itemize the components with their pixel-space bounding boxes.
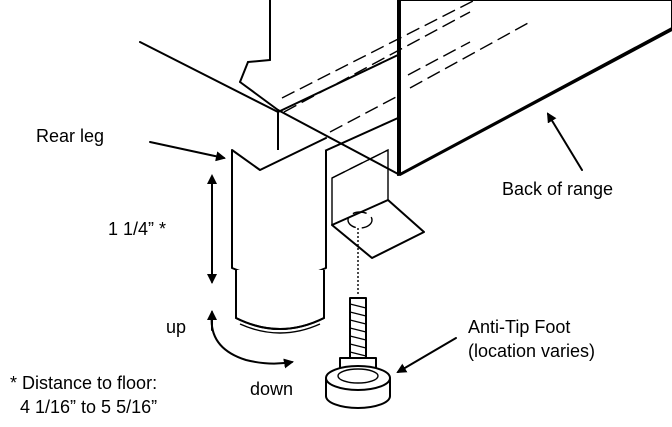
floor-distance-range: 4 1/16” to 5 5/16” (20, 397, 158, 417)
range-body (139, 0, 672, 176)
anti-tip-foot (325, 297, 391, 409)
up-label: up (166, 317, 187, 337)
anti-tip-leader (396, 337, 457, 374)
back-of-range-label: Back of range (502, 179, 614, 199)
anti-tip-bracket (331, 148, 425, 296)
anti-tip-location-label: (location varies) (468, 341, 596, 361)
down-label: down (250, 379, 294, 399)
rotation-arrow (210, 313, 294, 369)
back-of-range-leader (546, 112, 583, 171)
floor-distance-note: * Distance to floor: (10, 373, 158, 393)
anti-tip-foot-label: Anti-Tip Foot (468, 317, 571, 337)
rear-leg-label: Rear leg (36, 126, 105, 146)
height-label: 1 1/4” * (108, 219, 167, 239)
rear-leg (231, 137, 327, 334)
rear-leg-leader (149, 141, 226, 162)
